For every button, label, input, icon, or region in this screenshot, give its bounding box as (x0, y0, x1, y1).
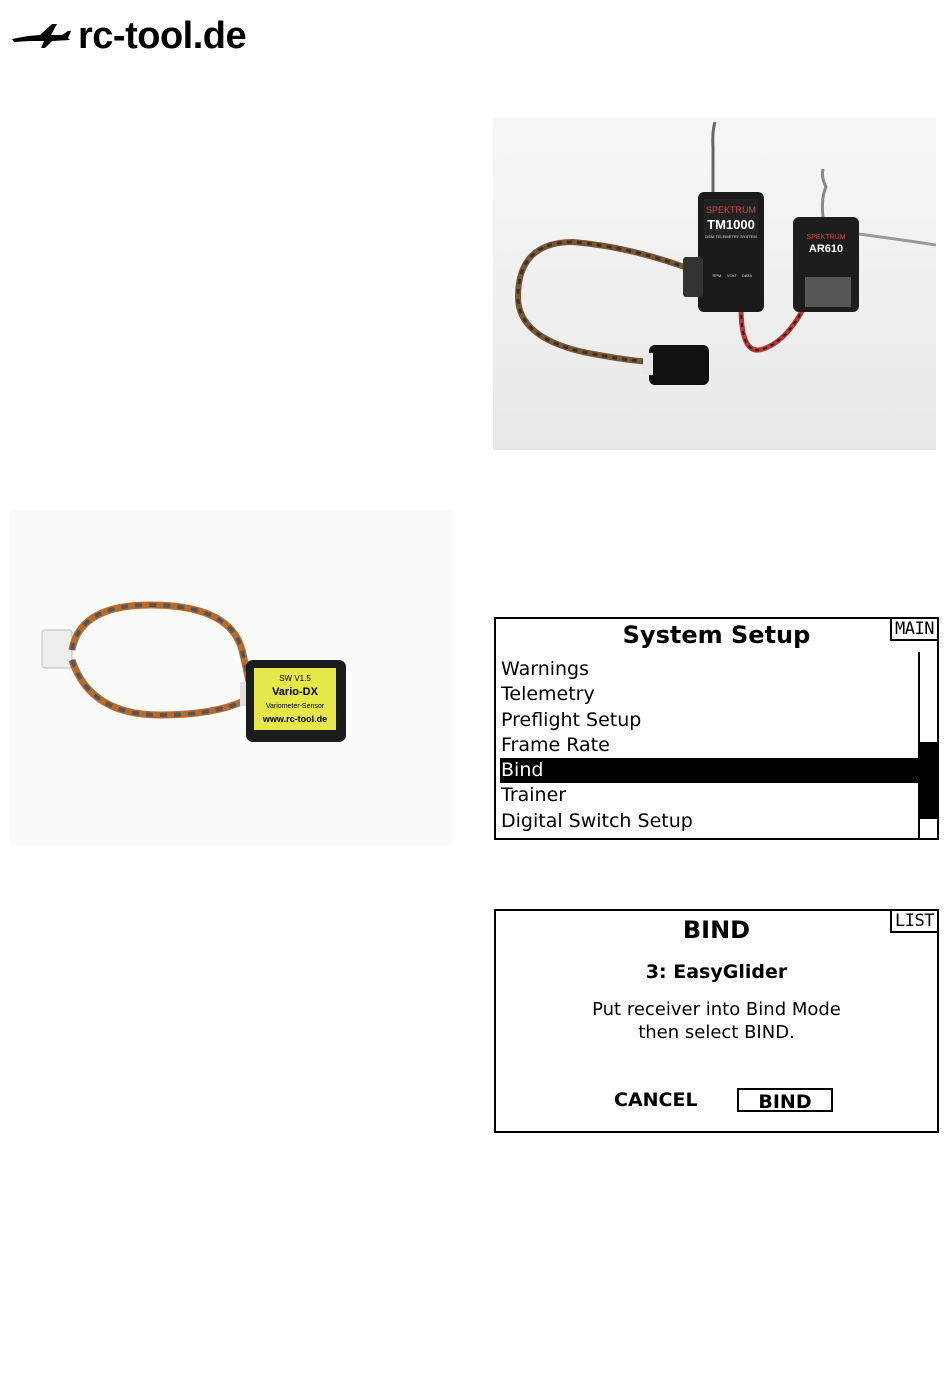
instruction-line-1: Put receiver into Bind Mode (592, 999, 841, 1020)
site-logo: rc-tool.de (10, 14, 247, 58)
sensor-type: Variometer-Sensor (266, 703, 325, 710)
model-name: 3: EasyGlider (645, 961, 788, 983)
menu-item-digital-switch-setup[interactable]: Digital Switch Setup (501, 809, 693, 832)
vario-sensor-photo: SW V1.5 Vario-DX Variometer-Sensor www.r… (10, 510, 453, 845)
list-tag[interactable]: LIST (890, 911, 937, 933)
sensor-url: www.rc-tool.de (262, 714, 327, 724)
instruction-line-2: then select BIND. (638, 1022, 795, 1043)
cancel-button[interactable]: CANCEL (614, 1089, 698, 1111)
port-data: DATA (742, 273, 752, 278)
setup-menu: Warnings Telemetry Preflight Setup Frame… (500, 657, 918, 834)
scrollbar-thumb[interactable] (920, 742, 937, 819)
port-volt: VOLT (727, 273, 738, 278)
sensor-version: SW V1.5 (279, 674, 311, 683)
menu-item-warnings[interactable]: Warnings (501, 658, 590, 680)
telemetry-photo: SPEKTRUM TM1000 DSM TELEMETRY SYSTEM RPM… (493, 117, 937, 450)
menu-item-preflight-setup[interactable]: Preflight Setup (501, 708, 642, 731)
menu-item-frame-rate[interactable]: Frame Rate (501, 733, 610, 756)
brand-name: rc-tool.de (78, 14, 247, 57)
airplane-icon (12, 24, 71, 48)
receiver-model: AR610 (809, 243, 843, 255)
main-tag[interactable]: MAIN (890, 619, 937, 641)
port-rpm: RPM (713, 273, 722, 278)
menu-scrollbar[interactable] (918, 652, 937, 838)
receiver-brand: SPEKTRUM (807, 234, 846, 241)
menu-item-telemetry[interactable]: Telemetry (501, 683, 595, 706)
system-setup-screen: System Setup MAIN Warnings Telemetry Pre… (494, 617, 939, 840)
sensor-box (649, 345, 709, 385)
bind-button[interactable]: BIND (737, 1088, 833, 1113)
telemetry-brand: SPEKTRUM (706, 205, 756, 215)
screen-title: System Setup (622, 621, 811, 649)
bind-instructions: Put receiver into Bind Mode then select … (496, 998, 937, 1044)
menu-item-bind[interactable]: Bind (500, 758, 918, 784)
telemetry-model: TM1000 (707, 217, 755, 232)
sensor-name: Vario-DX (272, 686, 319, 698)
telemetry-sub: DSM TELEMETRY SYSTEM (705, 234, 756, 239)
screen-title: BIND (682, 916, 751, 944)
menu-item-trainer[interactable]: Trainer (501, 784, 567, 807)
bind-screen: BIND LIST 3: EasyGlider Put receiver int… (494, 909, 939, 1133)
